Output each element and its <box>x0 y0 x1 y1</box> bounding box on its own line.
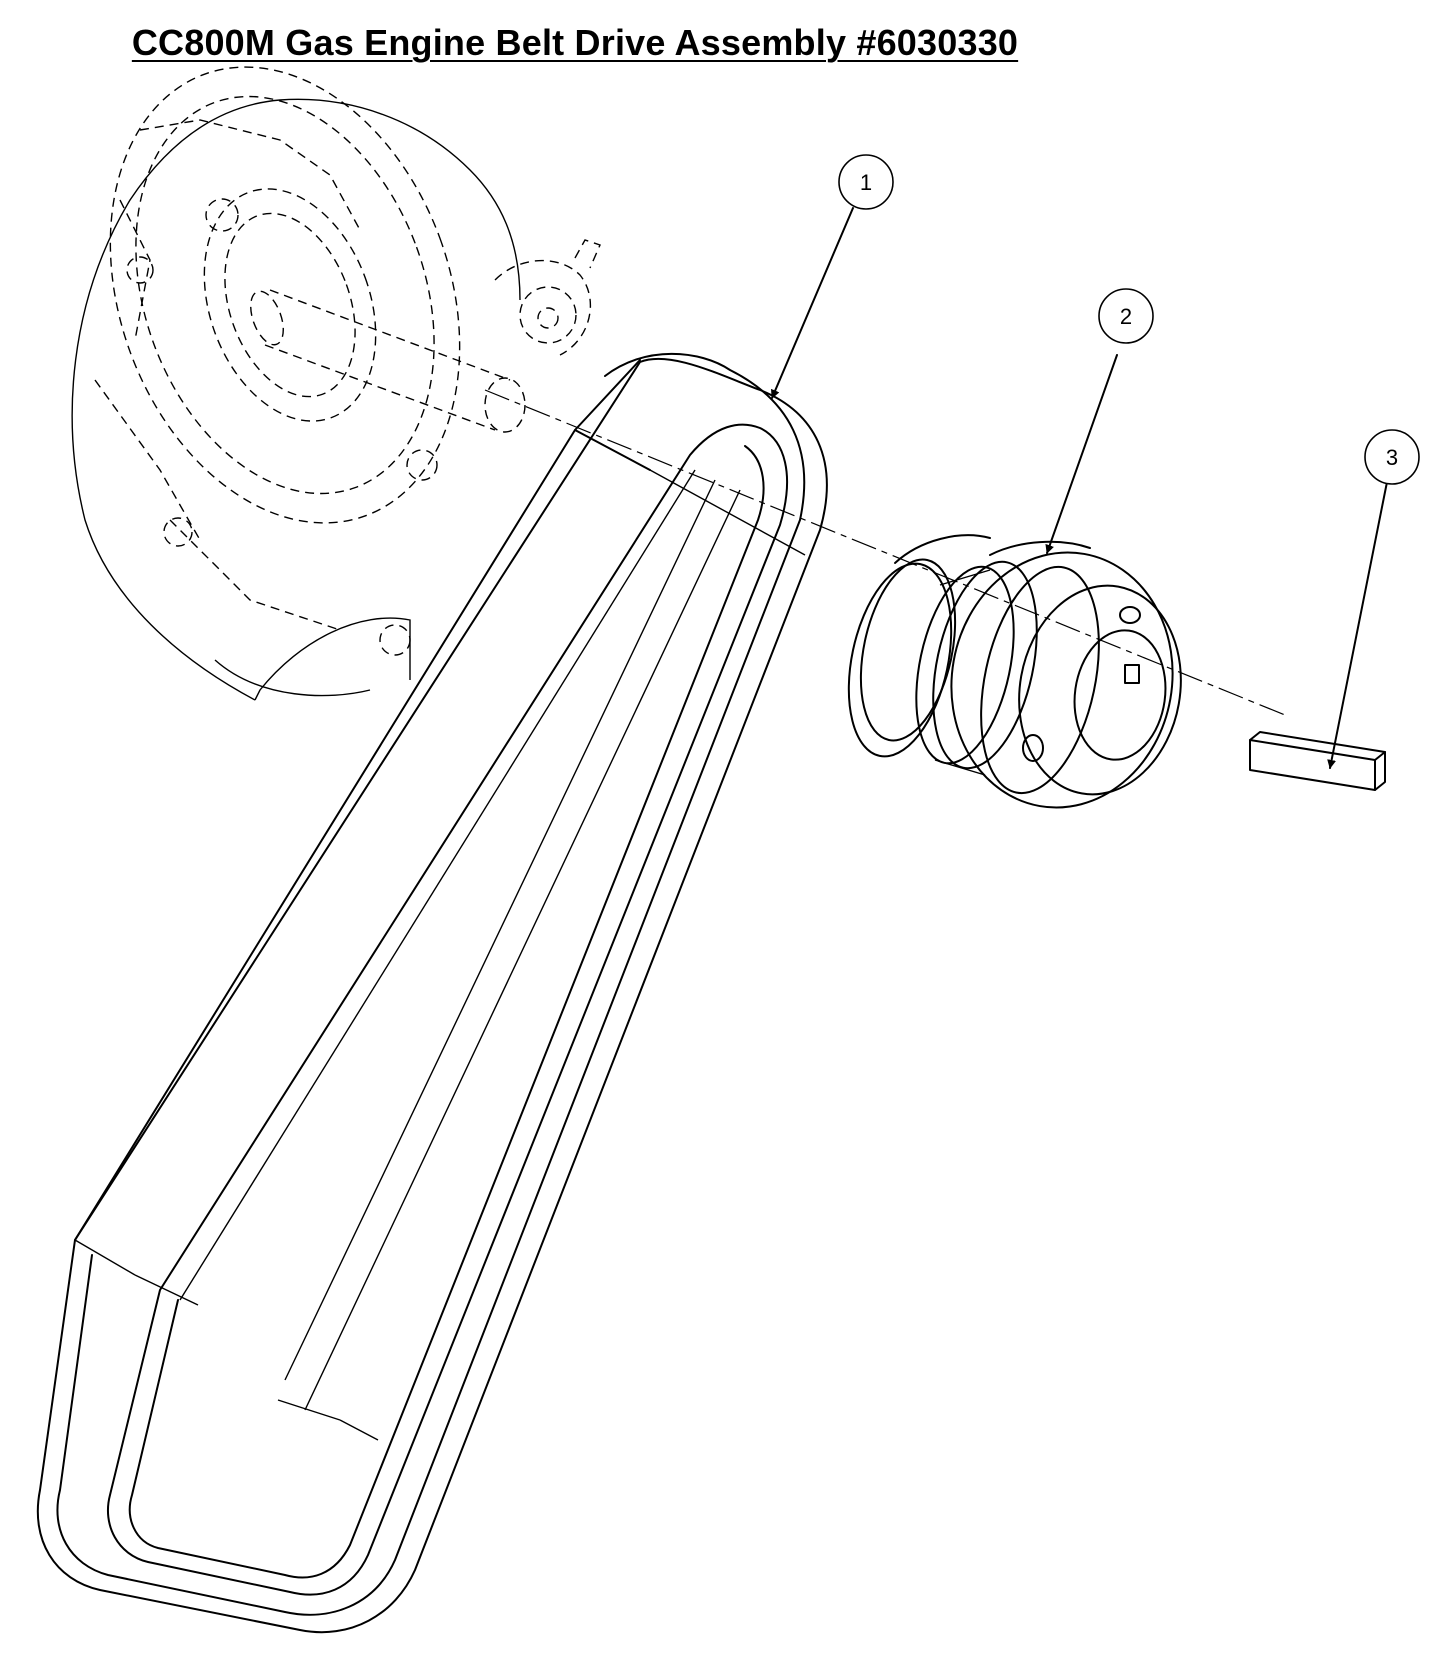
leader-line-3 <box>1327 481 1388 769</box>
callout-1: 1 <box>838 154 894 210</box>
v-belt <box>36 352 828 1634</box>
leader-lines <box>771 207 1388 769</box>
leader-line-1 <box>771 207 854 399</box>
leader-line-2 <box>1045 354 1118 554</box>
callout-label: 3 <box>1386 445 1398 470</box>
callout-3: 3 <box>1364 429 1420 485</box>
center-axis-line <box>484 389 1286 716</box>
diagram-title: CC800M Gas Engine Belt Drive Assembly #6… <box>131 22 1019 63</box>
pulley <box>847 534 1182 809</box>
callout-2: 2 <box>1098 288 1154 344</box>
callout-label: 2 <box>1120 304 1132 329</box>
callout-label: 1 <box>860 170 872 195</box>
shaft-key <box>1249 731 1386 791</box>
engine-housing <box>71 66 601 701</box>
